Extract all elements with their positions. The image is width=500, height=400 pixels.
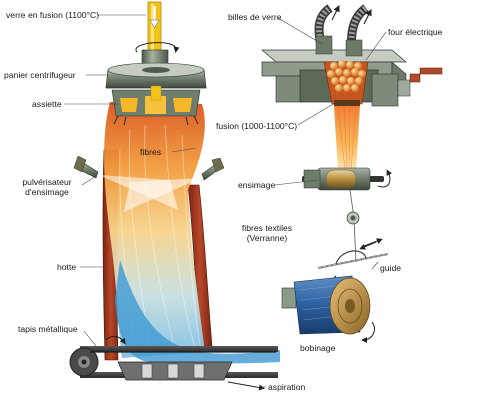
label-fusion-temp: fusion (1000-1100°C) [216, 121, 298, 131]
sizing-sprayers [73, 155, 225, 212]
label-plate: assiette [32, 99, 62, 109]
label-hood: hotte [57, 262, 77, 272]
label-sprayer-line2: d'ensimage [25, 187, 69, 197]
electric-furnace [261, 35, 443, 107]
suction-box [117, 361, 265, 391]
spinner-plate [111, 85, 201, 126]
label-glass-beads: billes de verre [228, 12, 282, 22]
filament-fan [334, 106, 360, 170]
centrifugal-process [69, 1, 280, 391]
label-textile-line2: (Verranne) [246, 233, 288, 243]
label-guide: guide [380, 263, 402, 273]
strand-pulley [346, 211, 360, 225]
label-sprayer-line1: pulvérisateur [22, 177, 72, 187]
label-sizing: ensimage [238, 180, 276, 190]
label-winding: bobinage [300, 343, 336, 353]
label-metal-belt: tapis métallique [18, 324, 78, 334]
label-electric-furnace: four électrique [388, 27, 443, 37]
label-fibres: fibres [140, 147, 162, 157]
leader-lines [64, 14, 387, 388]
label-spinner: panier centrifugeur [4, 70, 76, 80]
label-textile-line1: fibres textiles [241, 223, 293, 233]
glass-beads [327, 60, 366, 92]
label-sprayer: pulvérisateur d'ensimage [10, 177, 84, 197]
sizing-roller [302, 167, 393, 191]
textile-process [261, 4, 443, 343]
spinner-basket [105, 49, 207, 89]
rotation-arrow [135, 42, 180, 53]
label-molten-glass: verre en fusion (1100°C) [6, 10, 100, 20]
molten-glass-stream [147, 1, 162, 61]
fibre-mat [115, 260, 280, 364]
traverse-guide [317, 238, 389, 287]
label-textile-fibres: fibres textiles (Verranne) [230, 223, 304, 243]
label-suction: aspiration [268, 382, 306, 392]
winding-spool [281, 275, 375, 343]
